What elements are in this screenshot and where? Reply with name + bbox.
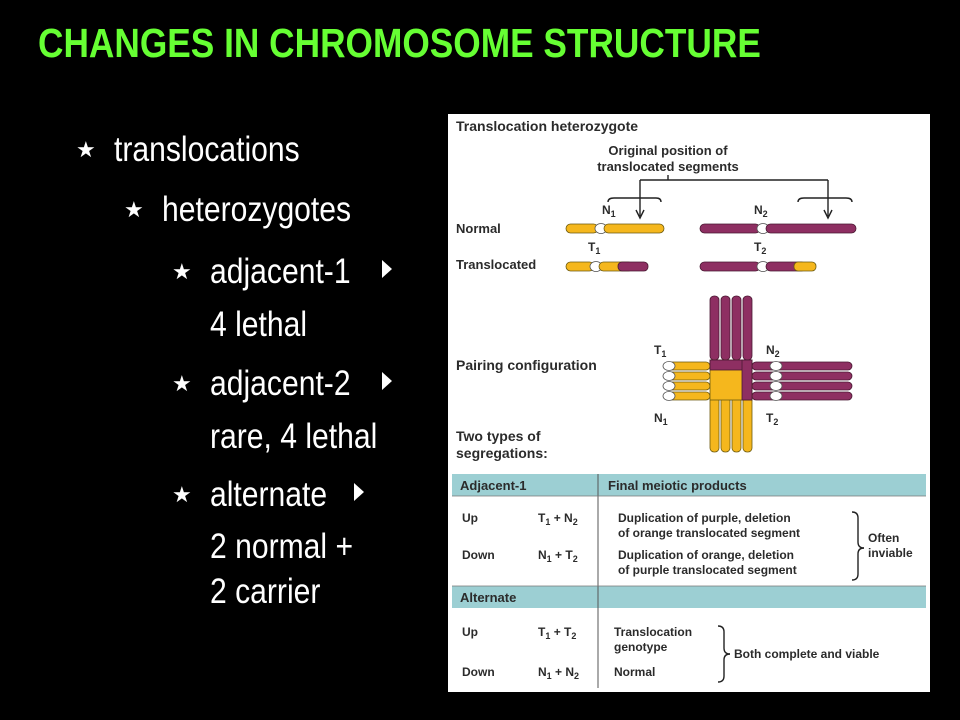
two-types-label-1: Two types of: [456, 428, 541, 444]
adj-down-genotype: N1 + T2: [538, 548, 578, 564]
pairing-label: Pairing configuration: [456, 357, 597, 373]
label-n2: N2: [754, 203, 768, 219]
label-t2: T2: [754, 240, 766, 256]
figure-heading: Translocation heterozygote: [456, 118, 638, 134]
label-t1: T1: [588, 240, 600, 256]
arrow-right-icon: [382, 372, 392, 390]
adjacent1-header: Adjacent-1: [460, 478, 526, 493]
pair-label-t1: T1: [654, 343, 666, 359]
arrow-right-icon: [382, 260, 392, 278]
bullet-star-icon: ★: [76, 137, 96, 162]
bullet-star-icon: ★: [172, 482, 192, 507]
normal-label: Normal: [456, 221, 501, 236]
alt-up-product-1: Translocation: [614, 625, 692, 639]
adj-down-product-2: of purple translocated segment: [618, 563, 797, 577]
arrow-right-icon: [354, 483, 364, 501]
pair-label-t2: T2: [766, 411, 778, 427]
alt-down-genotype: N1 + N2: [538, 665, 579, 681]
bullet-heterozygotes: heterozygotes: [162, 190, 352, 229]
bullet-alternate: alternate: [210, 475, 328, 514]
bullet-adjacent1-detail: 4 lethal: [210, 305, 308, 344]
alt-up-label: Up: [462, 625, 478, 639]
alternate-header: Alternate: [460, 590, 516, 605]
inviable-label: inviable: [868, 546, 913, 560]
inviable-brace: [851, 511, 865, 581]
pairing-configuration: [662, 295, 853, 453]
segregation-table: [452, 474, 926, 688]
bullet-alternate-detail-2: 2 carrier: [210, 572, 321, 611]
original-position-label-2: translocated segments: [597, 159, 739, 174]
adj-up-product-2: of orange translocated segment: [618, 526, 800, 540]
translocated-chromosomes: [565, 261, 817, 272]
final-products-header: Final meiotic products: [608, 478, 747, 493]
bullet-adjacent2-detail: rare, 4 lethal: [210, 417, 378, 456]
adj-down-product-1: Duplication of orange, deletion: [618, 548, 794, 562]
bullet-star-icon: ★: [172, 371, 192, 396]
alt-up-genotype: T1 + T2: [538, 625, 576, 641]
adj-up-product-1: Duplication of purple, deletion: [618, 511, 791, 525]
both-viable-label: Both complete and viable: [734, 647, 880, 661]
alt-up-product-2: genotype: [614, 640, 668, 654]
adj-down-label: Down: [462, 548, 495, 562]
normal-chromosomes: [565, 223, 857, 234]
adj-up-genotype: T1 + N2: [538, 511, 578, 527]
bullet-alternate-detail-1: 2 normal +: [210, 527, 354, 566]
alt-down-label: Down: [462, 665, 495, 679]
pair-label-n1: N1: [654, 411, 668, 427]
original-position-label-1: Original position of: [608, 143, 728, 158]
often-label: Often: [868, 531, 899, 545]
translocated-label: Translocated: [456, 257, 536, 272]
two-types-label-2: segregations:: [456, 445, 548, 461]
bullet-star-icon: ★: [172, 259, 192, 284]
bullet-adjacent1: adjacent-1: [210, 252, 351, 291]
bullet-translocations: translocations: [114, 130, 300, 169]
viable-brace: [717, 625, 731, 683]
bullet-star-icon: ★: [124, 197, 144, 222]
alt-down-product: Normal: [614, 665, 655, 679]
pair-label-n2: N2: [766, 343, 780, 359]
adj-up-label: Up: [462, 511, 478, 525]
translocation-figure: Translocation heterozygote Original posi…: [448, 114, 930, 692]
label-n1: N1: [602, 203, 616, 219]
slide-title: CHANGES IN CHROMOSOME STRUCTURE: [38, 20, 761, 66]
position-bracket: [607, 175, 853, 220]
bullet-adjacent2: adjacent-2: [210, 364, 351, 403]
